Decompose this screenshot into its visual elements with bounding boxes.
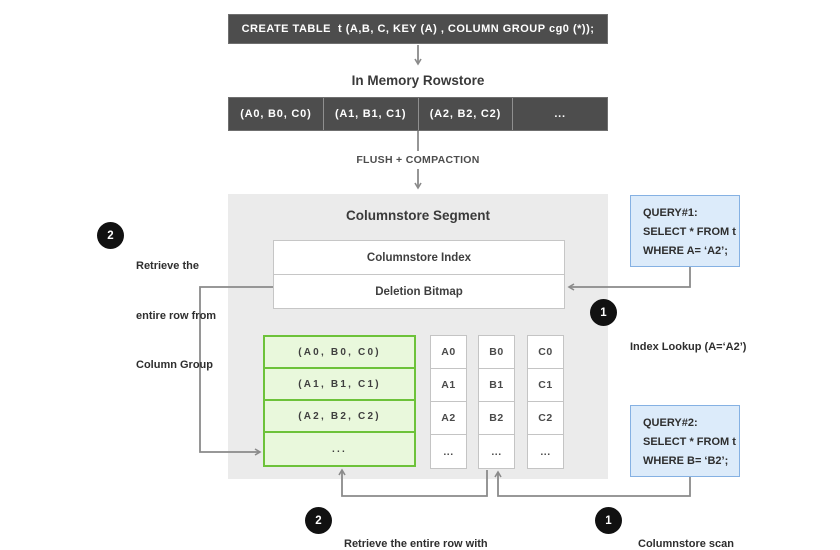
annotation-line: Retrieve the entire row with: [344, 538, 488, 550]
query2-box: QUERY#2: SELECT * FROM t WHERE B= ‘B2’;: [630, 405, 740, 477]
column-cell: ...: [491, 445, 502, 458]
create-table-sql: CREATE TABLE t (A,B, C, KEY (A) , COLUMN…: [241, 23, 595, 35]
rowstore-cell: (A1, B1, C1): [324, 98, 419, 130]
rowstore-title: In Memory Rowstore: [351, 73, 485, 88]
badge-number: 2: [315, 514, 322, 527]
query1-box: QUERY#1: SELECT * FROM t WHERE A= ‘A2’;: [630, 195, 740, 267]
annotation-line: Column Group: [136, 359, 213, 371]
column-group-row: (A1, B1, C1): [265, 369, 414, 401]
column-cell: C1: [528, 369, 563, 402]
annotation-columnstore-scan: Columnstore scan and filter on B= ‘B2’: [638, 503, 742, 550]
column-cell: ...: [443, 445, 454, 458]
badge-number: 1: [605, 514, 612, 527]
column-c: C0 C1 C2 ...: [527, 335, 564, 469]
index-bitmap-box: Columnstore Index Deletion Bitmap: [273, 240, 565, 309]
column-cell: C2: [528, 402, 563, 435]
column-cell: B0: [479, 336, 514, 369]
step-1-badge: 1: [595, 507, 622, 534]
segment-title: Columnstore Segment: [345, 208, 491, 223]
create-table-box: CREATE TABLE t (A,B, C, KEY (A) , COLUMN…: [228, 14, 608, 44]
step-2-badge: 2: [97, 222, 124, 249]
annotation-line: Columnstore scan: [638, 538, 734, 550]
query1-line: QUERY#1:: [643, 207, 698, 219]
query2-line: WHERE B= ‘B2’;: [643, 455, 729, 467]
badge-number: 1: [600, 306, 607, 319]
step-1-badge: 1: [590, 299, 617, 326]
column-cell: ...: [540, 445, 551, 458]
annotation-line: entire row from: [136, 309, 217, 322]
column-cell: C0: [528, 336, 563, 369]
query1-line: SELECT * FROM t: [643, 226, 736, 238]
badge-number: 2: [107, 229, 114, 242]
column-cell: A2: [431, 402, 466, 435]
column-group-row: (A0, B0, C0): [265, 337, 414, 369]
column-group-row: ...: [332, 443, 347, 455]
rowstore-cell: (A2, B2, C2): [419, 98, 514, 130]
step-2-badge: 2: [305, 507, 332, 534]
rowstore-cell: (A0, B0, C0): [229, 98, 324, 130]
rowstore-cell: ...: [554, 108, 566, 120]
annotation-line: Index Lookup (A=‘A2’): [630, 341, 747, 353]
annotation-line: Retrieve the: [136, 260, 199, 272]
annotation-retrieve-bitmap: Retrieve the entire row with filtering b…: [344, 503, 488, 550]
column-cell: A0: [431, 336, 466, 369]
flush-compaction-label: FLUSH + COMPACTION: [356, 154, 480, 166]
rowstore-bar: (A0, B0, C0) (A1, B1, C1) (A2, B2, C2) .…: [228, 97, 608, 131]
column-cell: A1: [431, 369, 466, 402]
annotation-index-lookup: Index Lookup (A=‘A2’): [630, 306, 746, 389]
column-group-row: (A2, B2, C2): [265, 401, 414, 433]
query2-line: QUERY#2:: [643, 417, 698, 429]
column-a: A0 A1 A2 ...: [430, 335, 467, 469]
column-b: B0 B1 B2 ...: [478, 335, 515, 469]
columnstore-index-row: Columnstore Index: [274, 241, 564, 275]
deletion-bitmap-row: Deletion Bitmap: [375, 285, 463, 298]
column-cell: B1: [479, 369, 514, 402]
column-cell: B2: [479, 402, 514, 435]
query2-line: SELECT * FROM t: [643, 436, 736, 448]
query1-line: WHERE A= ‘A2’;: [643, 245, 728, 257]
annotation-retrieve-row-group: Retrieve the entire row from Column Grou…: [136, 225, 216, 407]
column-group-box: (A0, B0, C0) (A1, B1, C1) (A2, B2, C2) .…: [263, 335, 416, 467]
